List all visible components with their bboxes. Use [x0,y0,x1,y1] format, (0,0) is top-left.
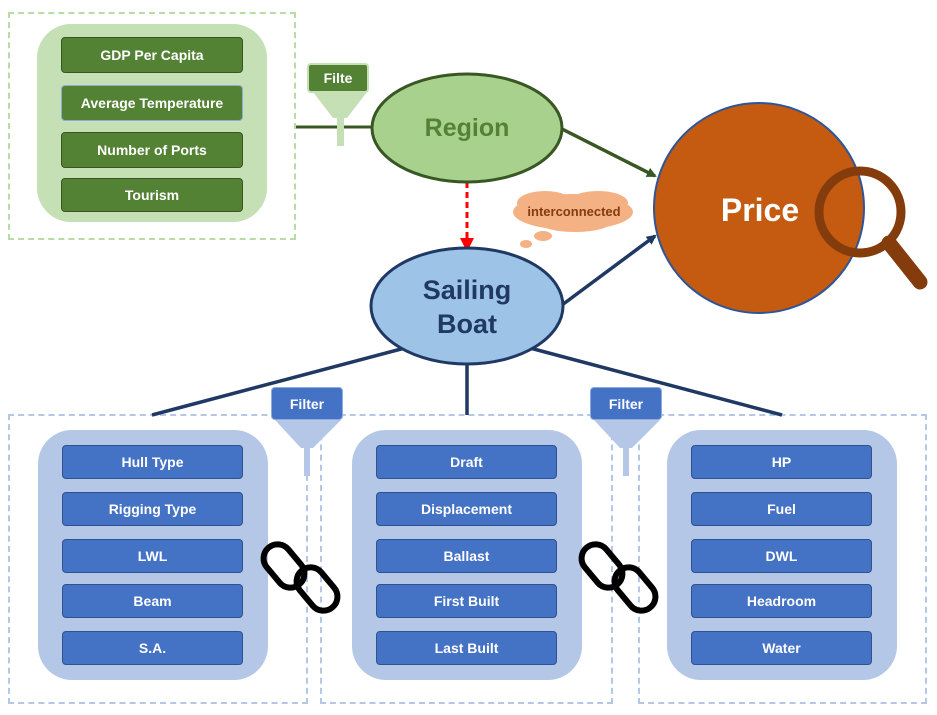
attr-sa: S.A. [62,631,243,665]
region-filter-tag: Filte [307,63,369,93]
region-to-price-arrow [559,126,657,178]
boat-group-frame-3 [638,414,927,704]
attr-lwl: LWL [62,539,243,573]
attr-average-temperature: Average Temperature [61,85,243,121]
sailing-boat-label-line2: Boat [437,309,497,339]
region-label: Region [424,113,510,142]
funnel-icon-blue-2 [594,420,660,476]
boat-filter-tag-2: Filter [590,387,662,420]
region-to-boat-arrowhead [460,238,474,252]
attr-number-of-ports: Number of Ports [61,132,243,168]
attr-beam: Beam [62,584,243,618]
interconnected-label: interconnected [527,203,621,219]
boat-to-group-1-line [151,346,406,417]
boat-to-price-arrow [560,234,657,307]
magnifier-icon [814,166,928,290]
attr-dwl: DWL [691,539,872,573]
attr-displacement: Displacement [376,492,557,526]
chain-link-icon-1 [260,541,341,614]
attr-fuel: Fuel [691,492,872,526]
attr-last-built: Last Built [376,631,557,665]
chain-link-icon-2 [578,541,659,614]
price-label: Price [720,191,800,228]
region-node [370,72,564,184]
funnel-icon-green [313,92,367,146]
attr-water: Water [691,631,872,665]
attr-gdp-per-capita: GDP Per Capita [61,37,243,73]
funnel-icon-blue-1 [275,420,341,476]
thought-cloud [513,191,633,248]
attr-ballast: Ballast [376,539,557,573]
boat-filter-tag-1: Filter [271,387,343,420]
region-attributes-frame [8,12,296,240]
sailing-boat-label-line1: Sailing [422,275,512,305]
attr-rigging-type: Rigging Type [62,492,243,526]
attr-hull-type: Hull Type [62,445,243,479]
boat-to-group-3-line [529,346,783,417]
price-node [653,102,865,314]
attr-first-built: First Built [376,584,557,618]
sailing-boat-node [369,246,565,366]
attr-hp: HP [691,445,872,479]
attr-draft: Draft [376,445,557,479]
attr-tourism: Tourism [61,178,243,212]
sailing-boat-label: Sailing Boat [372,272,562,342]
attr-headroom: Headroom [691,584,872,618]
